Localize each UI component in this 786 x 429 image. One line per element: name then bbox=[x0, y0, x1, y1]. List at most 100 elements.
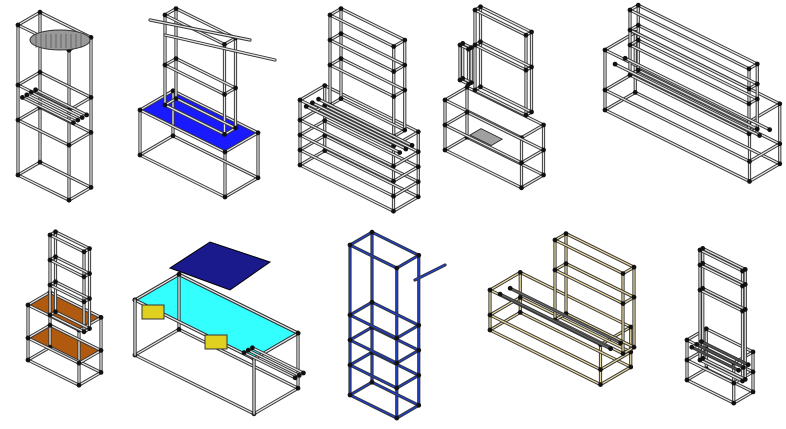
joint-connector bbox=[87, 326, 92, 331]
joint-connector bbox=[84, 112, 89, 118]
joint-connector bbox=[552, 237, 558, 243]
joint-connector bbox=[222, 92, 227, 97]
joint-connector bbox=[297, 162, 303, 168]
joint-connector bbox=[233, 125, 238, 131]
joint-connector bbox=[88, 130, 94, 135]
joint-connector bbox=[754, 96, 760, 102]
joint-connector bbox=[303, 104, 309, 109]
joint-connector bbox=[684, 357, 690, 363]
joint-connector bbox=[391, 163, 396, 169]
joint-connector bbox=[98, 315, 104, 320]
blue-tube-rack bbox=[347, 229, 447, 421]
joint-connector bbox=[684, 377, 690, 383]
joint-connector bbox=[347, 392, 353, 398]
joint-connector bbox=[15, 82, 21, 88]
joint-connector bbox=[25, 302, 31, 308]
joint-connector bbox=[472, 42, 478, 48]
joint-connector bbox=[28, 89, 34, 95]
long-double-rack bbox=[602, 2, 783, 184]
joint-connector bbox=[338, 31, 344, 36]
joint-connector bbox=[746, 86, 752, 92]
joint-connector bbox=[620, 351, 626, 356]
joint-connector bbox=[618, 340, 624, 346]
joint-connector bbox=[297, 117, 303, 123]
joint-connector bbox=[173, 96, 179, 101]
joint-connector bbox=[394, 385, 400, 391]
joint-connector bbox=[746, 66, 752, 72]
joint-connector bbox=[233, 85, 238, 91]
joint-connector bbox=[402, 87, 408, 93]
joint-connector bbox=[47, 322, 53, 328]
joint-connector bbox=[415, 194, 421, 200]
joint-connector bbox=[523, 112, 529, 118]
joint-connector bbox=[478, 39, 483, 45]
joint-connector bbox=[700, 286, 706, 291]
joint-connector bbox=[497, 291, 503, 297]
joint-connector bbox=[53, 254, 58, 260]
joint-connector bbox=[487, 312, 493, 318]
joint-connector bbox=[602, 87, 608, 93]
cream-tube-assembly bbox=[487, 231, 637, 387]
joint-connector bbox=[37, 69, 43, 75]
joint-connector bbox=[66, 197, 72, 203]
joint-connector bbox=[777, 141, 783, 147]
joint-connector bbox=[700, 246, 706, 251]
joint-connector bbox=[541, 147, 546, 153]
joint-connector bbox=[391, 94, 397, 99]
joint-connector bbox=[563, 261, 569, 266]
joint-connector bbox=[416, 347, 422, 353]
joint-connector bbox=[620, 301, 626, 306]
joint-connector bbox=[347, 337, 353, 343]
joint-connector bbox=[76, 360, 82, 366]
joint-connector bbox=[472, 7, 478, 13]
joint-connector bbox=[442, 122, 448, 128]
joint-connector bbox=[468, 45, 474, 50]
joint-connector bbox=[338, 56, 344, 61]
joint-connector bbox=[292, 375, 298, 381]
joint-connector bbox=[598, 367, 603, 372]
joint-connector bbox=[602, 47, 608, 53]
joint-connector bbox=[747, 159, 752, 164]
joint-connector bbox=[222, 194, 228, 200]
joint-connector bbox=[402, 127, 408, 133]
gray-plate bbox=[469, 128, 504, 146]
rack-roll-holder bbox=[15, 9, 94, 203]
joint-connector bbox=[416, 252, 422, 258]
joint-connector bbox=[391, 69, 397, 74]
joint-connector bbox=[295, 330, 301, 336]
joint-connector bbox=[631, 344, 637, 350]
joint-connector bbox=[87, 296, 92, 301]
joint-connector bbox=[478, 84, 483, 90]
joint-connector bbox=[529, 29, 534, 35]
joint-connector bbox=[541, 172, 546, 178]
joint-connector bbox=[296, 373, 302, 378]
joint-connector bbox=[47, 232, 53, 238]
joint-connector bbox=[757, 133, 762, 138]
joint-connector bbox=[736, 367, 741, 373]
joint-connector bbox=[415, 149, 421, 155]
joint-connector bbox=[241, 350, 247, 355]
joint-connector bbox=[612, 61, 618, 67]
joint-connector bbox=[442, 97, 448, 103]
joint-connector bbox=[519, 185, 524, 191]
joint-connector bbox=[684, 337, 690, 343]
joint-connector bbox=[391, 44, 397, 49]
joint-connector bbox=[519, 160, 524, 166]
joint-connector bbox=[87, 271, 92, 276]
joint-connector bbox=[635, 37, 641, 43]
joint-connector bbox=[632, 90, 638, 95]
joint-connector bbox=[98, 348, 104, 353]
joint-connector bbox=[66, 142, 72, 148]
joint-connector bbox=[162, 62, 168, 68]
joint-connector bbox=[631, 294, 637, 300]
joint-connector bbox=[322, 118, 328, 123]
joint-connector bbox=[255, 175, 261, 181]
joint-connector bbox=[173, 6, 179, 11]
joint-connector bbox=[731, 400, 737, 406]
joint-connector bbox=[415, 164, 421, 170]
joint-connector bbox=[745, 362, 751, 368]
joint-connector bbox=[754, 81, 760, 87]
joint-connector bbox=[507, 285, 513, 291]
joint-connector bbox=[98, 370, 104, 375]
